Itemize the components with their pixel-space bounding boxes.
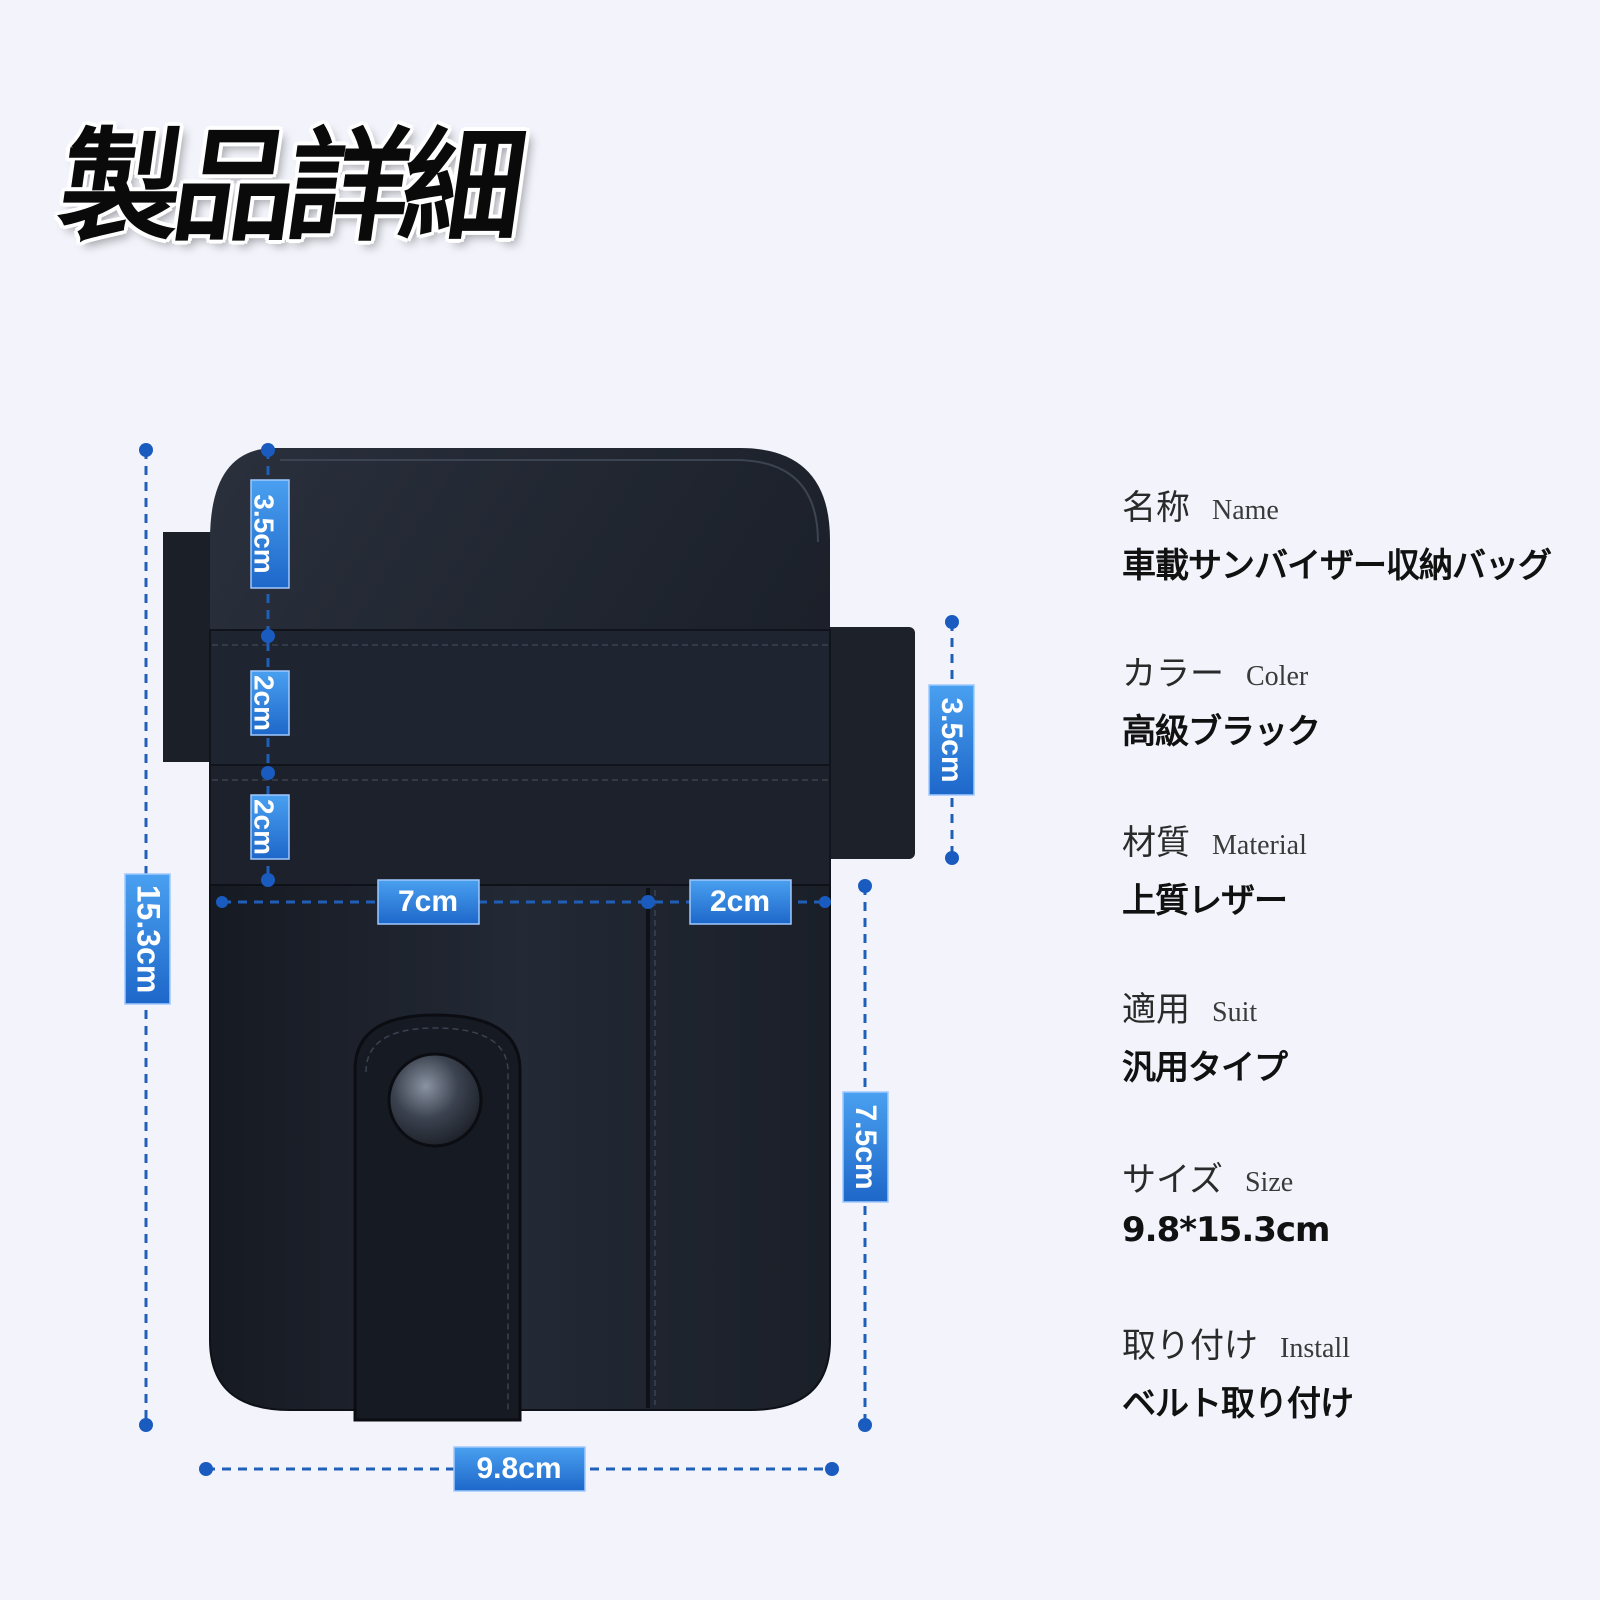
spec-value: 高級ブラック: [1122, 712, 1321, 752]
dim-tag-total-width: 9.8cm: [453, 1446, 586, 1492]
spec-label: カラー: [1122, 654, 1224, 694]
spec-value: 上質レザー: [1122, 881, 1288, 921]
spec-value: ベルト取り付け: [1122, 1384, 1354, 1424]
spec-label: 名称: [1122, 488, 1190, 528]
spec-value: 9.8*15.3cm: [1122, 1210, 1330, 1250]
dim-tag-side-pocket-width: 2cm: [689, 879, 792, 925]
dim-tag-front-pocket-width: 7cm: [377, 879, 480, 925]
spec-value: 車載サンバイザー収納バッグ: [1122, 546, 1552, 586]
dim-tag-total-height: 15.3cm: [124, 873, 171, 1005]
dim-tag-middle-pocket-2: 2cm: [249, 794, 290, 860]
spec-install: 取り付け Install ベルト取り付け: [1122, 1318, 1582, 1425]
spec-label-en: Suit: [1212, 997, 1258, 1028]
dim-tag-middle-pocket-1: 2cm: [249, 670, 290, 736]
spec-label-en: Coler: [1246, 661, 1309, 692]
spec-label-en: Name: [1212, 495, 1279, 526]
spec-label: 取り付け: [1122, 1326, 1258, 1366]
spec-suit: 適用 Suit 汎用タイプ: [1122, 982, 1582, 1089]
spec-label: 適用: [1122, 990, 1190, 1030]
spec-label-en: Install: [1280, 1333, 1350, 1364]
dim-label-middle-pocket-2: 2cm: [249, 799, 280, 855]
spec-material: 材質 Material 上質レザー: [1122, 815, 1582, 922]
spec-name: 名称 Name 車載サンバイザー収納バッグ: [1122, 480, 1582, 587]
pocket-band-1: [209, 629, 831, 766]
spec-size: サイズ Size 9.8*15.3cm: [1122, 1152, 1582, 1250]
dim-label-strap-height: 3.5cm: [935, 697, 968, 782]
spec-value: 汎用タイプ: [1122, 1048, 1288, 1088]
right-strap: [815, 627, 915, 859]
snap-button: [387, 1052, 483, 1148]
dim-label-middle-pocket-1: 2cm: [249, 675, 280, 731]
pocket-band-2: [209, 764, 831, 886]
dim-tag-front-pocket-height: 7.5cm: [842, 1091, 889, 1203]
dim-tag-strap-height: 3.5cm: [928, 684, 975, 796]
spec-label: サイズ: [1122, 1160, 1223, 1200]
dim-label-top-pocket: 3.5cm: [249, 494, 280, 573]
dim-label-total-height: 15.3cm: [131, 885, 167, 994]
spec-color: カラー Coler 高級ブラック: [1122, 646, 1582, 753]
dim-label-front-pocket-height: 7.5cm: [849, 1104, 882, 1189]
dim-tag-top-pocket: 3.5cm: [249, 479, 290, 589]
dim-label-side-pocket-width: 2cm: [710, 885, 770, 918]
dim-label-total-width: 9.8cm: [476, 1452, 561, 1485]
spec-label-en: Material: [1212, 830, 1307, 861]
dim-label-front-pocket-width: 7cm: [398, 885, 458, 918]
spec-label-en: Size: [1244, 1167, 1294, 1198]
spec-label: 材質: [1122, 823, 1190, 863]
left-strap: [163, 532, 218, 762]
